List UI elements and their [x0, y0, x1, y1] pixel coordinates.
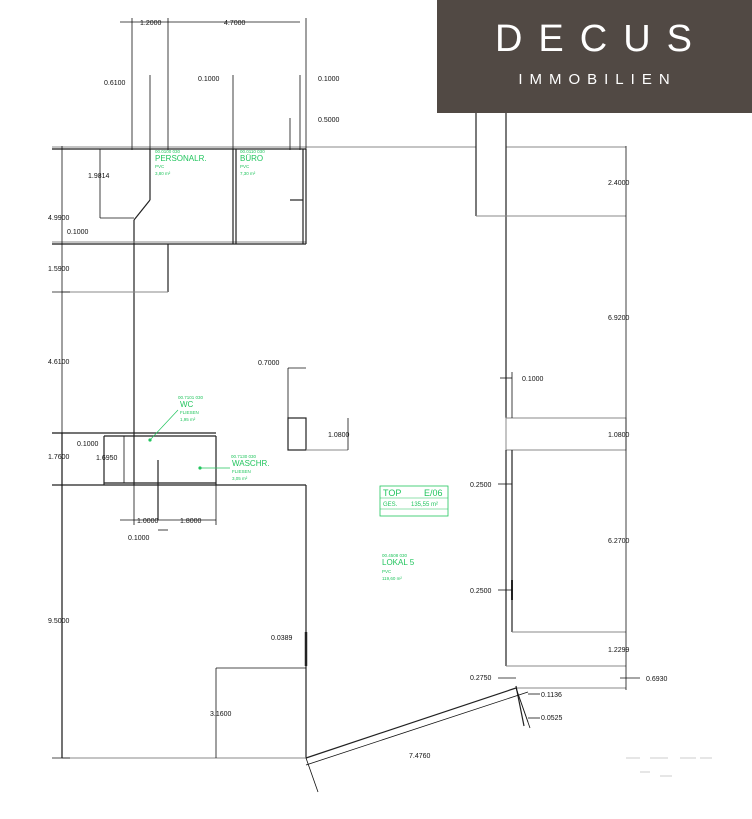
room-label-waschr: 00.7130 030 WASCHR. FLIESEN 3,05 m² — [198, 454, 269, 481]
dim-label: 0.1000 — [198, 76, 220, 83]
room-area: 7,30 m² — [240, 171, 256, 176]
room-floor: FLIESEN — [232, 469, 251, 474]
top-ges-label: GES. — [383, 502, 398, 508]
room-name: BÜRO — [240, 154, 263, 163]
dim-label: 0.0389 — [271, 635, 293, 642]
brand-logo: DECUS IMMOBILIEN — [437, 0, 752, 113]
dim-label: 1.0000 — [137, 518, 159, 525]
brand-name: DECUS — [494, 18, 709, 60]
dim-label: 1.6950 — [96, 455, 118, 462]
dim-label: 0.1000 — [128, 535, 150, 542]
room-label-wc: 00.7101 030 WC FLIESEN 1,95 m² — [148, 395, 204, 442]
dim-label: 0.1000 — [522, 376, 544, 383]
dim-label: 4.9900 — [48, 215, 70, 222]
dim-label: 0.2750 — [470, 675, 492, 682]
room-name: WC — [180, 400, 194, 409]
room-label-buero: 00.0110 030 BÜRO PVC 7,30 m² — [240, 149, 265, 176]
room-area: 3,80 m² — [155, 171, 171, 176]
room-name: PERSONALR. — [155, 154, 207, 163]
room-floor: FLIESEN — [180, 410, 199, 415]
dim-label: 0.1000 — [77, 441, 99, 448]
room-area: 1,95 m² — [180, 417, 196, 422]
room-area: 119,60 m² — [382, 576, 402, 581]
top-ges-value: 135,55 m² — [411, 502, 438, 508]
room-code: 00.7101 030 — [178, 395, 204, 400]
dim-label: 0.1136 — [541, 692, 562, 699]
dim-label: 1.2299 — [608, 647, 630, 654]
top-number: E/06 — [424, 488, 443, 498]
room-code: 00.4508 030 — [382, 553, 408, 558]
dim-label: 0.5000 — [318, 117, 340, 124]
room-area: 3,05 m² — [232, 476, 248, 481]
dim-label: 6.9200 — [608, 315, 630, 322]
dim-label: 9.5000 — [48, 618, 70, 625]
dim-label: 0.7000 — [258, 360, 280, 367]
top-label-text: TOP — [383, 488, 401, 498]
brand-subtitle: IMMOBILIEN — [518, 71, 677, 88]
dimension-lines — [52, 18, 640, 793]
room-floor: PVC — [240, 164, 250, 169]
dim-label: 1.5900 — [48, 266, 70, 273]
dim-label: 1.7600 — [48, 454, 70, 461]
room-floor: PVC — [382, 569, 392, 574]
dim-label: 0.2500 — [470, 482, 492, 489]
top-label: TOP E/06 GES. 135,55 m² — [379, 485, 449, 517]
dim-label: 1.9814 — [88, 173, 110, 180]
dim-label: 6.2700 — [608, 538, 630, 545]
faint-marks — [626, 757, 712, 777]
room-code: 00.0110 030 — [240, 149, 265, 154]
dim-label: 1.2000 — [140, 20, 162, 27]
dim-label: 0.2500 — [470, 588, 492, 595]
dim-label: 1.8000 — [180, 518, 202, 525]
dimension-labels: 1.2000 4.7000 0.6100 0.1000 0.1000 0.500… — [48, 20, 668, 760]
room-code: 00.7130 030 — [231, 454, 257, 459]
dim-label: 3.1600 — [210, 711, 232, 718]
dim-label: 1.0800 — [328, 432, 350, 439]
dim-label: 1.0800 — [608, 432, 630, 439]
dim-label: 0.6100 — [104, 80, 126, 87]
room-label-lokal: 00.4508 030 LOKAL 5 PVC 119,60 m² — [382, 553, 415, 581]
dim-label: 2.4000 — [608, 180, 630, 187]
dim-label: 4.6100 — [48, 359, 70, 366]
room-name: WASCHR. — [232, 459, 269, 468]
room-label-personal: 00.0100 030 PERSONALR. PVC 3,80 m² — [155, 149, 207, 176]
dim-label: 0.0525 — [541, 715, 563, 722]
dim-label: 0.6930 — [646, 676, 668, 683]
room-floor: PVC — [155, 164, 165, 169]
dim-label: 7.4760 — [409, 753, 431, 760]
dim-label: 0.1000 — [67, 229, 89, 236]
room-code: 00.0100 030 — [155, 149, 181, 154]
room-name: LOKAL 5 — [382, 558, 415, 567]
dim-label: 4.7000 — [224, 20, 246, 27]
dim-label: 0.1000 — [318, 76, 340, 83]
